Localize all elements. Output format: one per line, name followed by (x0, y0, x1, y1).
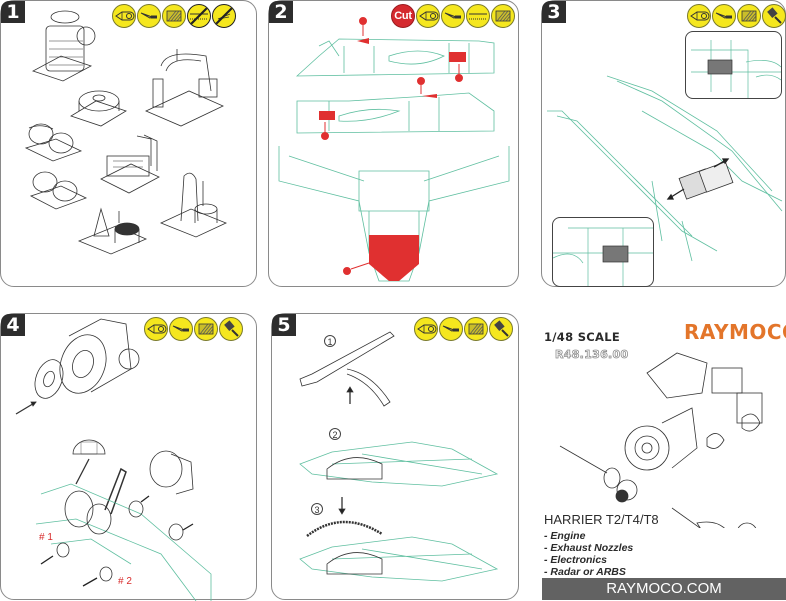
part-label-1: # 1 (39, 532, 53, 543)
brand-logo: RAYMOCO (684, 320, 786, 344)
step-number: 3 (542, 1, 566, 23)
feature-item: - Electronics (544, 554, 608, 566)
wing-view-3 (299, 536, 499, 582)
engine-install-drawing (15, 318, 212, 601)
glue-brush-icon (489, 317, 513, 341)
fan-part (70, 90, 127, 127)
resin-parts-drawing (24, 10, 228, 255)
wing-view-2 (299, 441, 499, 487)
step-3-panel: 3 (541, 0, 786, 287)
install-arrows (666, 158, 730, 200)
step-1-panel: 1 (0, 0, 257, 287)
nozzle-arrows (40, 495, 194, 587)
fuselage-left-half (295, 38, 495, 77)
nose-cone-part (159, 172, 228, 238)
sub-step-2: 2 (329, 428, 341, 440)
scalpel-icon (137, 4, 161, 28)
feature-item: - Exhaust Nozzles (544, 542, 634, 554)
sanding-file-icon (162, 4, 186, 28)
sub-step-3: 3 (311, 503, 323, 515)
step-5-panel: 5 1 2 3 (271, 313, 519, 600)
tool-icons (144, 317, 243, 341)
tool-icons (414, 317, 513, 341)
scalpel-icon (712, 4, 736, 28)
model-name: HARRIER T2/T4/T8 (544, 512, 659, 527)
part-label-2: # 2 (118, 576, 132, 587)
scalpel-icon (439, 317, 463, 341)
engine-small (149, 450, 194, 495)
glue-brush-icon (219, 317, 243, 341)
electronics-block (678, 161, 734, 200)
tool-icons (112, 4, 236, 28)
feature-list: - Engine - Exhaust Nozzles - Electronics… (544, 530, 633, 578)
cut-markers (321, 17, 463, 275)
hobby-knife-icon (144, 317, 168, 341)
sanding-file-icon (491, 4, 515, 28)
no-tweezers-icon (212, 4, 236, 28)
engine-in-fuselage (64, 490, 112, 535)
intake-part (72, 439, 106, 455)
feature-item: - Radar or ARBS (544, 566, 626, 578)
scalpel-icon (169, 317, 193, 341)
exhaust-shield-drawing (299, 331, 499, 582)
sanding-file-icon (194, 317, 218, 341)
saw-icon (466, 4, 490, 28)
step-number: 5 (272, 314, 296, 336)
step-2-panel: 2 Cut (268, 0, 519, 287)
product-parts-illustration (559, 352, 763, 528)
product-info-panel: 1/48 SCALE R48.136.00 RAYMOCO HARRIER T2… (532, 308, 786, 600)
electronics-bay-part (145, 49, 224, 127)
step-number: 2 (269, 1, 293, 23)
tool-icons: Cut (391, 4, 515, 28)
step-number: 1 (1, 1, 25, 23)
scalpel-icon (441, 4, 465, 28)
sub-step-1: 1 (324, 335, 336, 347)
scale-label: 1/48 SCALE (544, 330, 621, 344)
detail-inset-bottom (552, 217, 654, 287)
hobby-knife-icon (414, 317, 438, 341)
product-code: R48.136.00 (555, 348, 629, 362)
engine-part (31, 10, 96, 82)
fuselage-cut-drawing (278, 17, 510, 282)
nozzle-pair-part (29, 171, 88, 210)
sanding-file-icon (737, 4, 761, 28)
engine-exploded (34, 318, 140, 399)
step-number: 4 (1, 314, 25, 336)
heat-shield-sprue (299, 331, 395, 407)
nozzle-parts (56, 500, 184, 582)
hobby-knife-icon (112, 4, 136, 28)
radar-cone-part (77, 207, 148, 255)
avionics-box-part (100, 134, 160, 194)
hobby-knife-icon (416, 4, 440, 28)
tool-icons (687, 4, 786, 28)
step-4-panel: 4 (0, 313, 257, 601)
detail-inset-top (685, 31, 782, 99)
cut-icon: Cut (391, 4, 415, 28)
electronics-install-drawing (547, 75, 783, 262)
sanding-file-icon (464, 317, 488, 341)
feature-item: - Engine (544, 530, 586, 542)
website-banner[interactable]: RAYMOCO.COM (542, 578, 786, 600)
nozzle-pair-part (24, 123, 83, 162)
no-saw-icon (187, 4, 211, 28)
hobby-knife-icon (687, 4, 711, 28)
cut-areas (319, 38, 466, 281)
